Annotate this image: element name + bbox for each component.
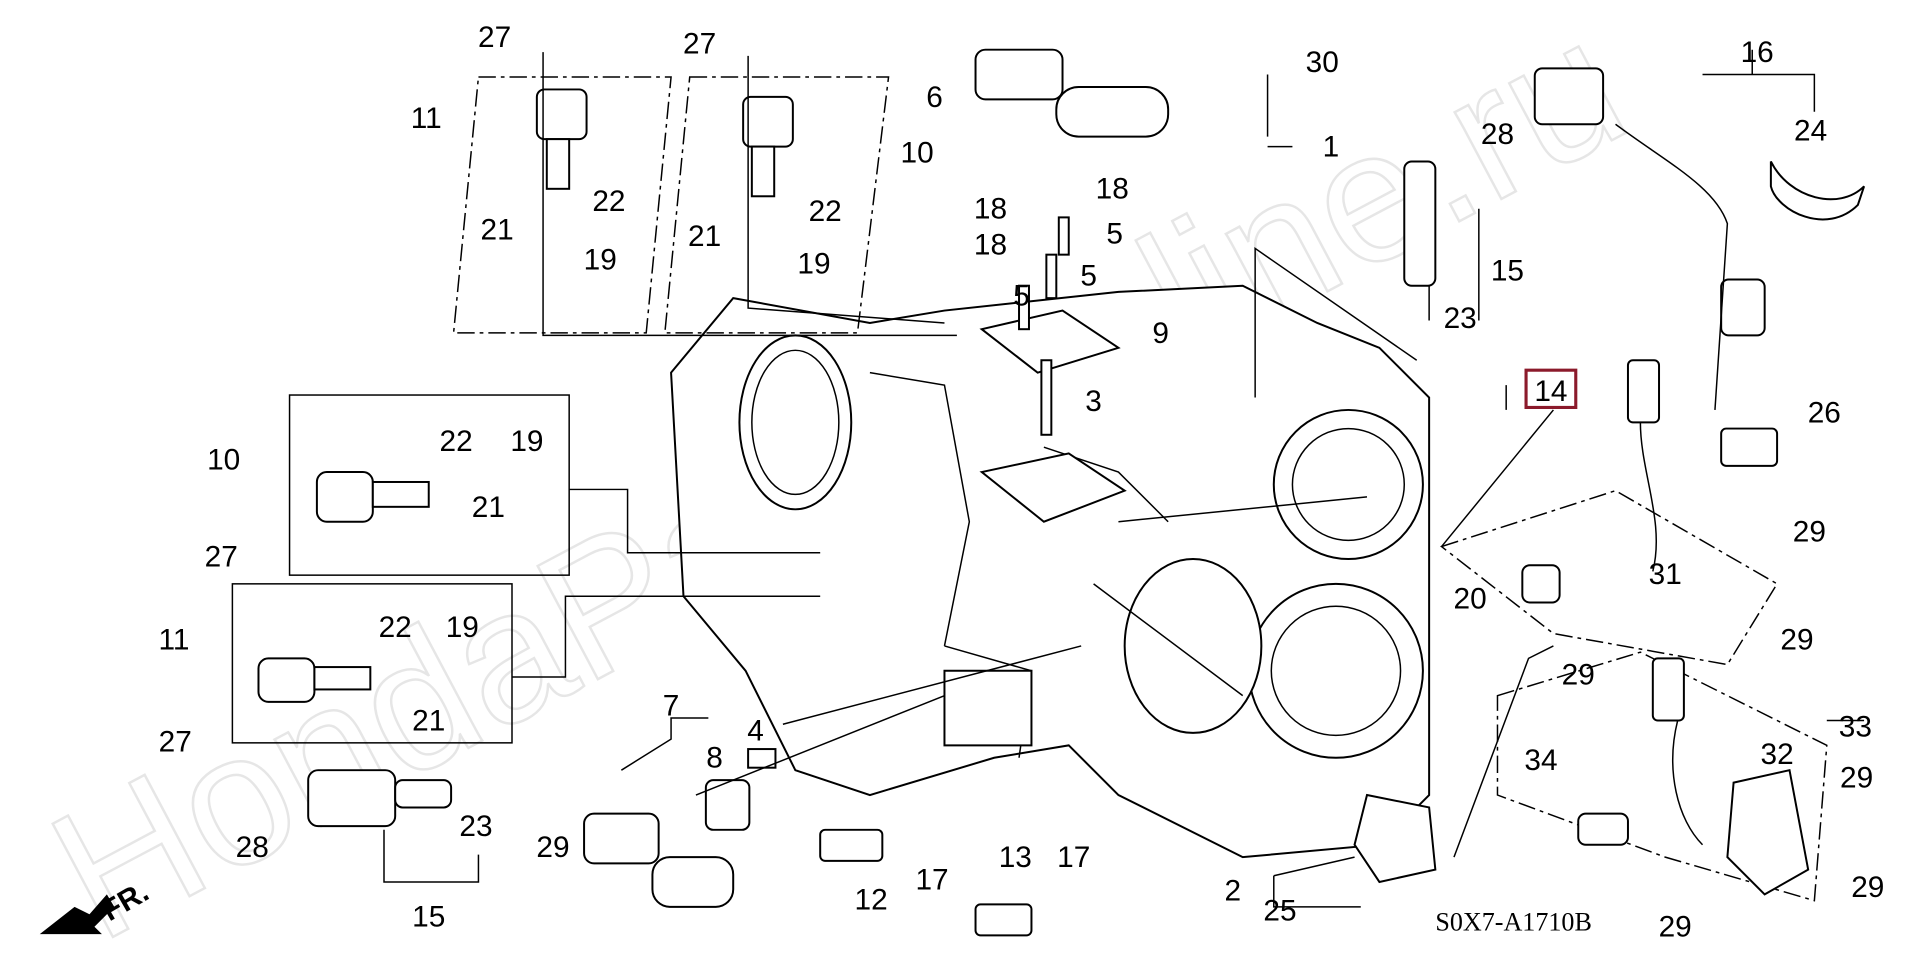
callout-5: 5: [1106, 217, 1123, 250]
callout-19: 19: [584, 244, 617, 277]
callout-27: 27: [205, 540, 238, 573]
callout-30: 30: [1306, 46, 1339, 79]
callout-22: 22: [379, 611, 412, 644]
callout-16: 16: [1741, 36, 1774, 69]
callout-22: 22: [439, 425, 472, 458]
callout-27: 27: [683, 27, 716, 60]
callout-18: 18: [974, 193, 1007, 226]
callout-31: 31: [1649, 558, 1682, 591]
callout-8: 8: [706, 742, 723, 775]
leader-lines: [383, 49, 1865, 908]
callout-9: 9: [1152, 317, 1169, 350]
callout-29: 29: [1562, 658, 1595, 691]
callout-24: 24: [1794, 114, 1827, 147]
callout-20: 20: [1454, 583, 1487, 616]
callout-11: 11: [159, 624, 190, 657]
callout-1: 1: [1323, 131, 1340, 164]
callout-23: 23: [459, 810, 492, 843]
callout-10: 10: [901, 137, 934, 170]
callout-21: 21: [472, 491, 505, 524]
callout-27: 27: [159, 726, 192, 759]
callout-18: 18: [974, 229, 1007, 262]
callout-21: 21: [688, 220, 721, 253]
callout-29: 29: [536, 831, 569, 864]
callout-29: 29: [1793, 516, 1826, 549]
callout-32: 32: [1761, 738, 1794, 771]
callout-7: 7: [663, 690, 680, 723]
callout-14: 14: [1534, 375, 1567, 408]
callout-28: 28: [1481, 118, 1514, 151]
callout-28: 28: [236, 831, 269, 864]
callout-4: 4: [747, 714, 764, 747]
callout-27: 27: [478, 21, 511, 54]
callout-21: 21: [412, 704, 445, 737]
front-arrow-icon: [39, 894, 115, 935]
callout-29: 29: [1659, 911, 1692, 944]
callout-17: 17: [915, 863, 948, 896]
callout-17: 17: [1057, 841, 1090, 874]
callout-15: 15: [1491, 255, 1524, 288]
callout-22: 22: [592, 185, 625, 218]
callout-29: 29: [1780, 624, 1813, 657]
callout-19: 19: [446, 611, 479, 644]
callout-19: 19: [510, 425, 543, 458]
callout-2: 2: [1224, 875, 1241, 908]
callout-23: 23: [1444, 302, 1477, 335]
diagram-code: S0X7-A1710B: [1435, 907, 1592, 936]
callout-12: 12: [855, 883, 888, 916]
group-boxes: [231, 76, 1828, 902]
callout-18: 18: [1096, 173, 1129, 206]
callout-15: 15: [412, 901, 445, 934]
callout-29: 29: [1840, 762, 1873, 795]
callout-33: 33: [1839, 711, 1872, 744]
callout-5: 5: [1013, 280, 1030, 313]
callout-13: 13: [999, 841, 1032, 874]
callout-3: 3: [1085, 385, 1102, 418]
callout-34: 34: [1524, 744, 1557, 777]
callout-11: 11: [411, 102, 442, 135]
callout-10: 10: [207, 444, 240, 477]
parts: [257, 48, 1866, 937]
callout-21: 21: [481, 214, 514, 247]
callout-22: 22: [809, 195, 842, 228]
callout-5: 5: [1080, 260, 1097, 293]
callout-19: 19: [797, 247, 830, 280]
callout-25: 25: [1263, 894, 1296, 927]
callout-26: 26: [1808, 396, 1841, 429]
highlight-box: [1524, 368, 1578, 410]
callout-29: 29: [1851, 871, 1884, 904]
callout-6: 6: [926, 81, 943, 114]
